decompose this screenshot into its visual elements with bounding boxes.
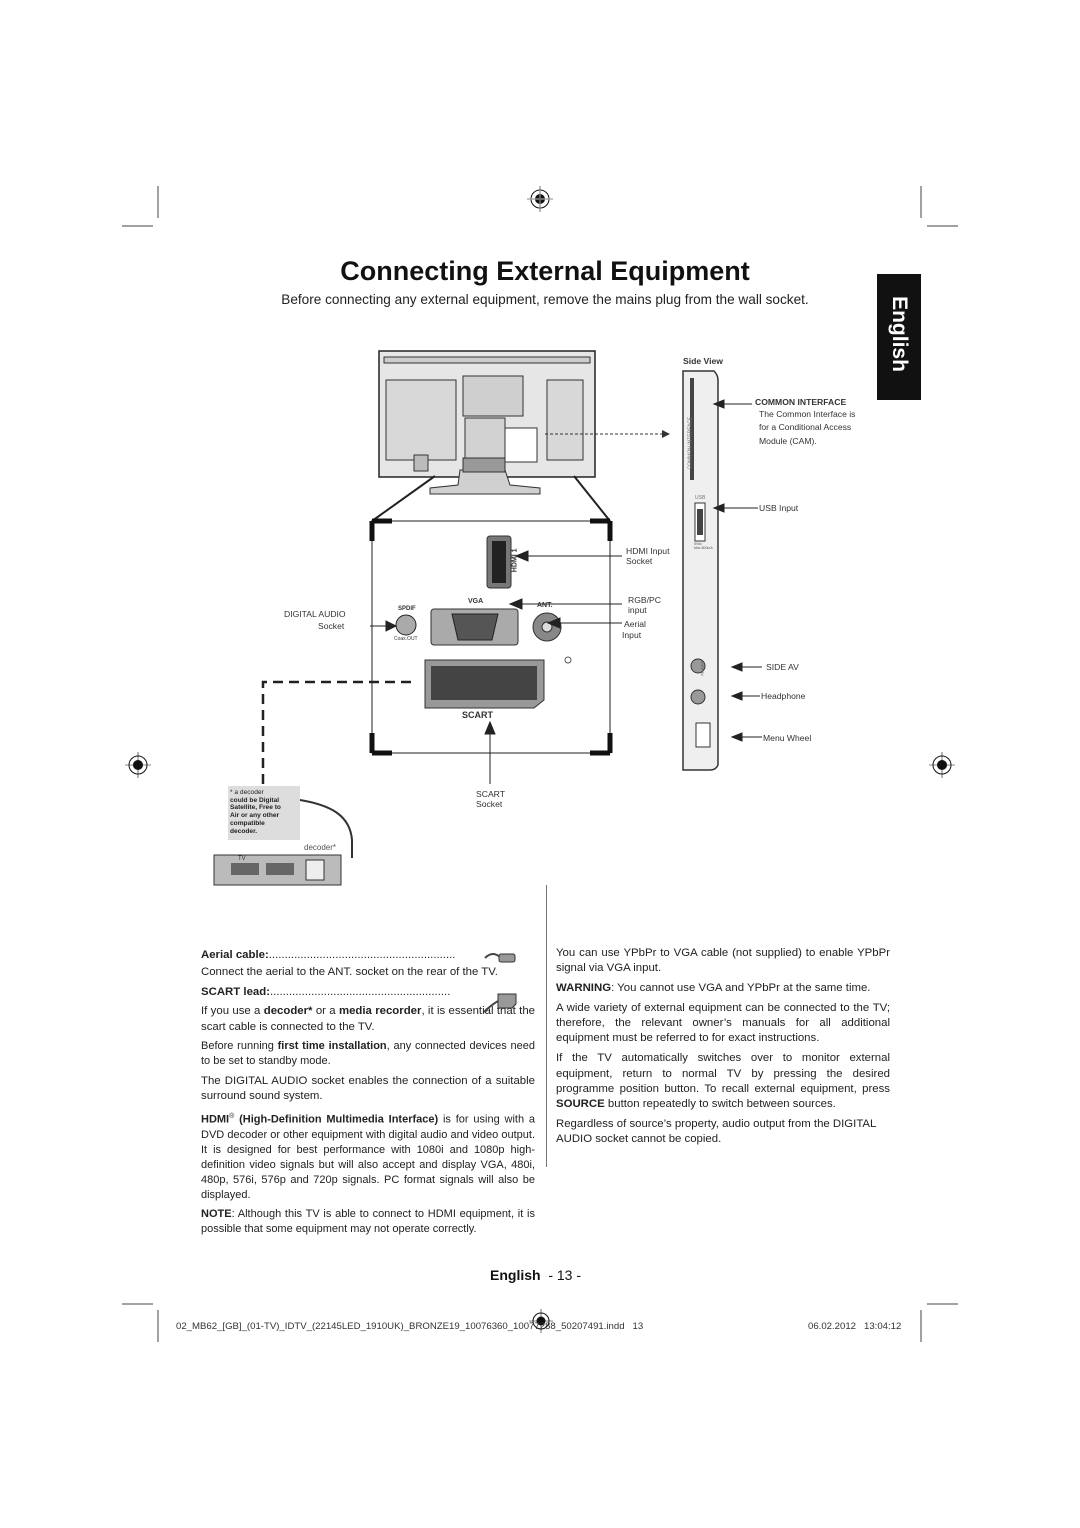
decoder-paragraph-a: If you use a [201,1005,264,1018]
decoder-note-line-5: compatible [230,819,265,827]
digital-audio-paragraph: The DIGITAL AUDIO socket enables the con… [201,1074,535,1103]
decoder-note-line-6: decoder. [230,827,258,835]
source-paragraph-b: SOURCE [556,1098,605,1111]
aerial-input-label-2: Input [622,630,642,640]
decoder-tv-label: TV [238,856,246,862]
hdmi-paragraph-a: HDMI [201,1113,230,1126]
aerial-cable-dots: ........................................… [268,949,456,961]
common-interface-desc-1: The Common Interface is [759,409,856,419]
side-usb-small-label: 5Vdc Max.500mA [694,542,713,551]
page-title: Connecting External Equipment [340,256,750,286]
connection-diagram [213,350,762,886]
warning-paragraph-a: WARNING [556,982,612,995]
scart-lead-row: SCART lead:.............................… [201,985,535,1000]
warning-paragraph: WARNING: You cannot use VGA and YPbPr at… [556,981,890,996]
hdmi-paragraph-c: is for using with a DVD decoder or other… [201,1113,535,1201]
digital-audio-label-2: Socket [318,621,345,631]
panel-coax-label: Coax.OUT [394,636,418,642]
registration-mark-left [125,752,151,778]
note-paragraph-a: NOTE [201,1208,232,1221]
rear-panel-closeup [369,518,613,756]
scart-lead-heading: SCART lead: [201,986,270,999]
panel-spdif-label: SPDIF [398,606,416,612]
registration-mark-top [527,186,553,212]
side-av-label: SIDE AV [766,662,799,672]
common-interface-title: COMMON INTERFACE [755,397,847,407]
decoder-paragraph-d: media recorder [338,1005,422,1018]
decoder-note-line-4: Air or any other [230,812,280,820]
hdmi-input-label-2: Socket [626,556,653,566]
registration-mark-right [929,752,955,778]
common-interface-desc-3: Module (CAM). [759,436,817,446]
decoder-note-line-1: * a decoder [230,789,264,796]
side-usb-label: USB [695,495,706,501]
panel-vga-label: VGA [468,598,484,605]
page-number: - 13 - [548,1267,582,1283]
note-paragraph: NOTE: Although this TV is able to connec… [201,1207,535,1237]
menu-wheel-label: Menu Wheel [763,733,812,743]
headphone-label: Headphone [761,691,806,701]
scart-lead-icon [483,993,517,1013]
external-equipment-paragraph: A wide variety of external equipment can… [556,1001,890,1045]
hdmi-input-label-1: HDMI Input [626,546,670,556]
aerial-cable-row: Aerial cable:...........................… [201,948,535,963]
registration-mark-bottom [529,1309,553,1333]
page-footer: English - 13 - [490,1267,581,1283]
left-column: Aerial cable:...........................… [201,948,535,1242]
decoder-illustration [213,786,353,886]
print-timestamp: 06.02.2012 13:04:12 [808,1321,902,1332]
copy-protection-paragraph: Regardless of source’s property, audio o… [556,1117,876,1146]
aerial-cable-heading: Aerial cable: [201,949,269,961]
standby-paragraph-b: first time installation [277,1040,387,1053]
file-slug: 02_MB62_[GB]_(01-TV)_IDTV_(22145LED_1910… [176,1321,644,1332]
hdmi-paragraph-reg: ® [229,1113,235,1121]
language-tab: English [877,274,921,400]
note-paragraph-b: : Although this TV is able to connect to… [201,1208,535,1236]
side-common-interface-label: COMMON INTERFACE [687,416,694,470]
aerial-cable-icon [484,953,516,963]
source-paragraph-c: button repeatedly to switch between sour… [604,1098,836,1111]
footer-language: English [490,1267,541,1283]
decoder-paragraph-b: decoder* [263,1005,313,1018]
page-subtitle: Before connecting any external equipment… [281,292,809,307]
tv-side-illustration [682,370,719,771]
aerial-cable-text: Connect the aerial to the ANT. socket on… [201,966,498,979]
panel-ant-label: ANT. [537,602,553,609]
scart-lead-dots: ........................................… [269,986,451,999]
decoder-label: decoder* [304,843,337,852]
column-divider [546,885,547,1167]
panel-scart-label: SCART [462,710,493,720]
scart-socket-label-2: Socket [476,799,503,809]
side-av-vertical-label: SIDE AV [700,660,706,677]
panel-hdmi-label: HDMI 1 [511,548,519,573]
decoder-note-line-3: Satellite, Free to [230,804,281,812]
usb-input-label: USB Input [759,503,799,513]
common-interface-desc-2: for a Conditional Access [759,422,852,432]
standby-paragraph-c: , any connected devices need to be set t… [201,1040,536,1068]
hdmi-paragraph-b: (High-Definition Multimedia Interface) [234,1113,439,1126]
ypbpr-paragraph: You can use YPbPr to VGA cable (not supp… [556,947,890,975]
source-paragraph-a: If the TV automatically switches over to… [556,1052,890,1095]
hdmi-paragraph: HDMI® (High-Definition Multimedia Interf… [201,1109,535,1203]
scart-socket-label-1: SCART [476,789,505,799]
standby-paragraph: Before running first time installation, … [201,1039,535,1069]
tv-rear-illustration [378,350,596,495]
warning-paragraph-b: : You cannot use VGA and YPbPr at the sa… [611,982,871,995]
decoder-paragraph: If you use a decoder* or a media recorde… [201,1004,535,1035]
source-paragraph: If the TV automatically switches over to… [556,1051,890,1112]
standby-paragraph-a: Before running [201,1040,278,1053]
decoder-note-line-2: could be Digital [230,796,280,804]
side-view-title: Side View [683,356,723,366]
decoder-note: * a decoder could be Digital Satellite, … [230,789,281,835]
decoder-paragraph-c: or a [312,1005,339,1018]
digital-audio-label-1: DIGITAL AUDIO [284,609,346,619]
right-column: You can use YPbPr to VGA cable (not supp… [556,946,890,1152]
rgb-pc-label-2: input [628,605,647,615]
rgb-pc-label-1: RGB/PC [628,595,661,605]
aerial-input-label-1: Aerial [624,619,646,629]
